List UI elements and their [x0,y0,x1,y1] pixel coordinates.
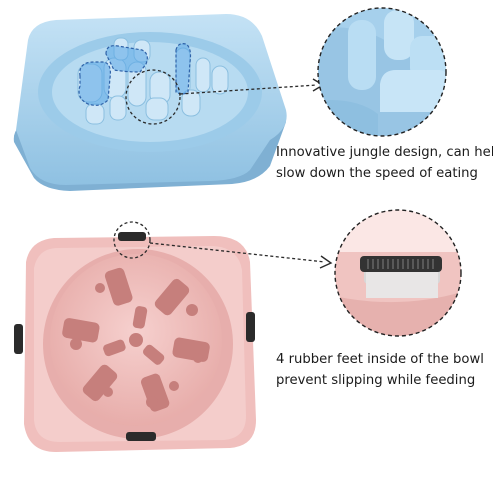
blue-slow-feeder-bowl [13,14,325,191]
zoom-jungle-detail [317,7,447,137]
pink-slow-feeder-bowl [14,221,333,452]
caption-line: slow down the speed of eating [276,166,478,181]
caption-line: 4 rubber feet inside of the bowl [276,352,484,367]
caption-jungle-design: Innovative jungle design, can help slow … [276,142,493,184]
caption-line: Innovative jungle design, can help [276,145,493,160]
zoom-rubber-foot-detail [334,209,462,337]
caption-rubber-feet: 4 rubber feet inside of the bowl prevent… [276,349,490,391]
rubber-feet [14,232,255,441]
caption-line: prevent slipping while feeding [276,373,476,388]
